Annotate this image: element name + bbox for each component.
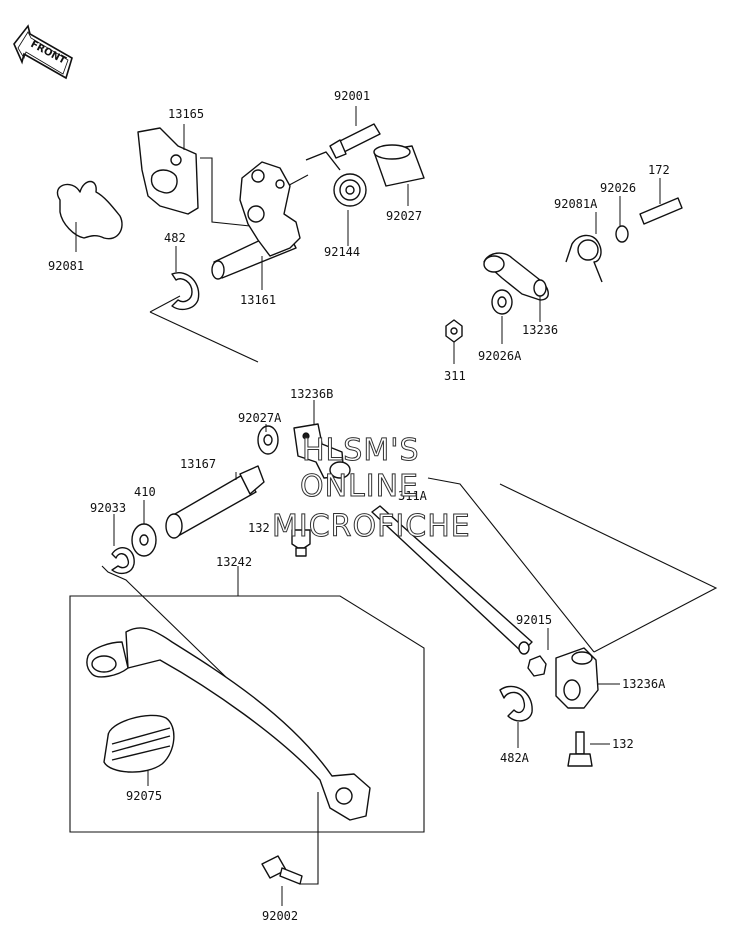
rod-joint-part	[293, 423, 351, 479]
spring-part	[565, 234, 603, 283]
bolt-d-part	[261, 855, 303, 885]
assembly-edge	[427, 477, 595, 653]
bolt-c-part	[567, 731, 593, 767]
watermark-line-2: ONLINE	[300, 469, 419, 504]
watermark-line-3: MICROFICHE	[272, 509, 471, 544]
label-172: 172	[648, 163, 670, 177]
washer-part	[615, 225, 629, 243]
label-482A: 482A	[500, 751, 530, 765]
label-132-upper: 132	[248, 521, 270, 535]
label-13236B: 13236B	[290, 387, 333, 401]
label-92081: 92081	[48, 259, 84, 273]
label-13167: 13167	[180, 457, 216, 471]
label-13165: 13165	[168, 107, 204, 121]
washer-a-part	[491, 289, 513, 315]
washer-c-part	[131, 523, 157, 557]
watermark-line-1: HLSM'S	[302, 433, 420, 468]
washer-b-part	[257, 425, 279, 455]
label-311: 311	[444, 369, 466, 383]
label-92033: 92033	[90, 501, 126, 515]
label-13161: 13161	[240, 293, 276, 307]
label-311A: 311A	[398, 489, 428, 503]
torsion-spring-part	[305, 151, 367, 207]
front-arrow-icon: FRONT	[13, 24, 73, 80]
label-92144: 92144	[324, 245, 360, 259]
label-92081A: 92081A	[554, 197, 598, 211]
label-92001: 92001	[334, 89, 370, 103]
label-132-lower: 132	[612, 737, 634, 751]
stud-part	[639, 197, 683, 225]
label-92027A: 92027A	[238, 411, 282, 425]
label-92002: 92002	[262, 909, 298, 923]
label-92075: 92075	[126, 789, 162, 803]
label-13236A: 13236A	[622, 677, 666, 691]
assembly-edge	[499, 483, 718, 653]
label-92015: 92015	[516, 613, 552, 627]
shift-pedal-part	[86, 627, 371, 821]
circlip-b-part	[111, 546, 135, 575]
circlip-c-part	[499, 685, 533, 722]
pivot-shaft-part	[165, 465, 265, 539]
nut-b-part	[527, 655, 547, 677]
assembly-edge	[149, 295, 181, 313]
label-410: 410	[134, 485, 156, 499]
pedal-rubber-part	[103, 714, 175, 773]
label-13236: 13236	[522, 323, 558, 337]
label-482: 482	[164, 231, 186, 245]
assembly-edge	[149, 311, 259, 363]
leader-line	[200, 157, 251, 227]
assembly-edge	[300, 792, 319, 885]
shift-plate-part	[137, 127, 199, 215]
label-92027: 92027	[386, 209, 422, 223]
bolt-part	[329, 123, 381, 159]
label-13242: 13242	[216, 555, 252, 569]
circlip-part	[171, 272, 200, 311]
bolt-b-part	[291, 529, 311, 557]
nut-part	[445, 319, 463, 343]
lever-part	[483, 252, 549, 301]
rod-joint-a-part	[555, 647, 599, 709]
label-92026A: 92026A	[478, 349, 522, 363]
collar-part	[373, 144, 425, 187]
shift-rod-part	[371, 505, 533, 655]
label-92026: 92026	[600, 181, 636, 195]
shift-shaft-part	[211, 161, 301, 280]
assembly-box	[69, 595, 425, 833]
spring-clip-part	[56, 180, 123, 240]
